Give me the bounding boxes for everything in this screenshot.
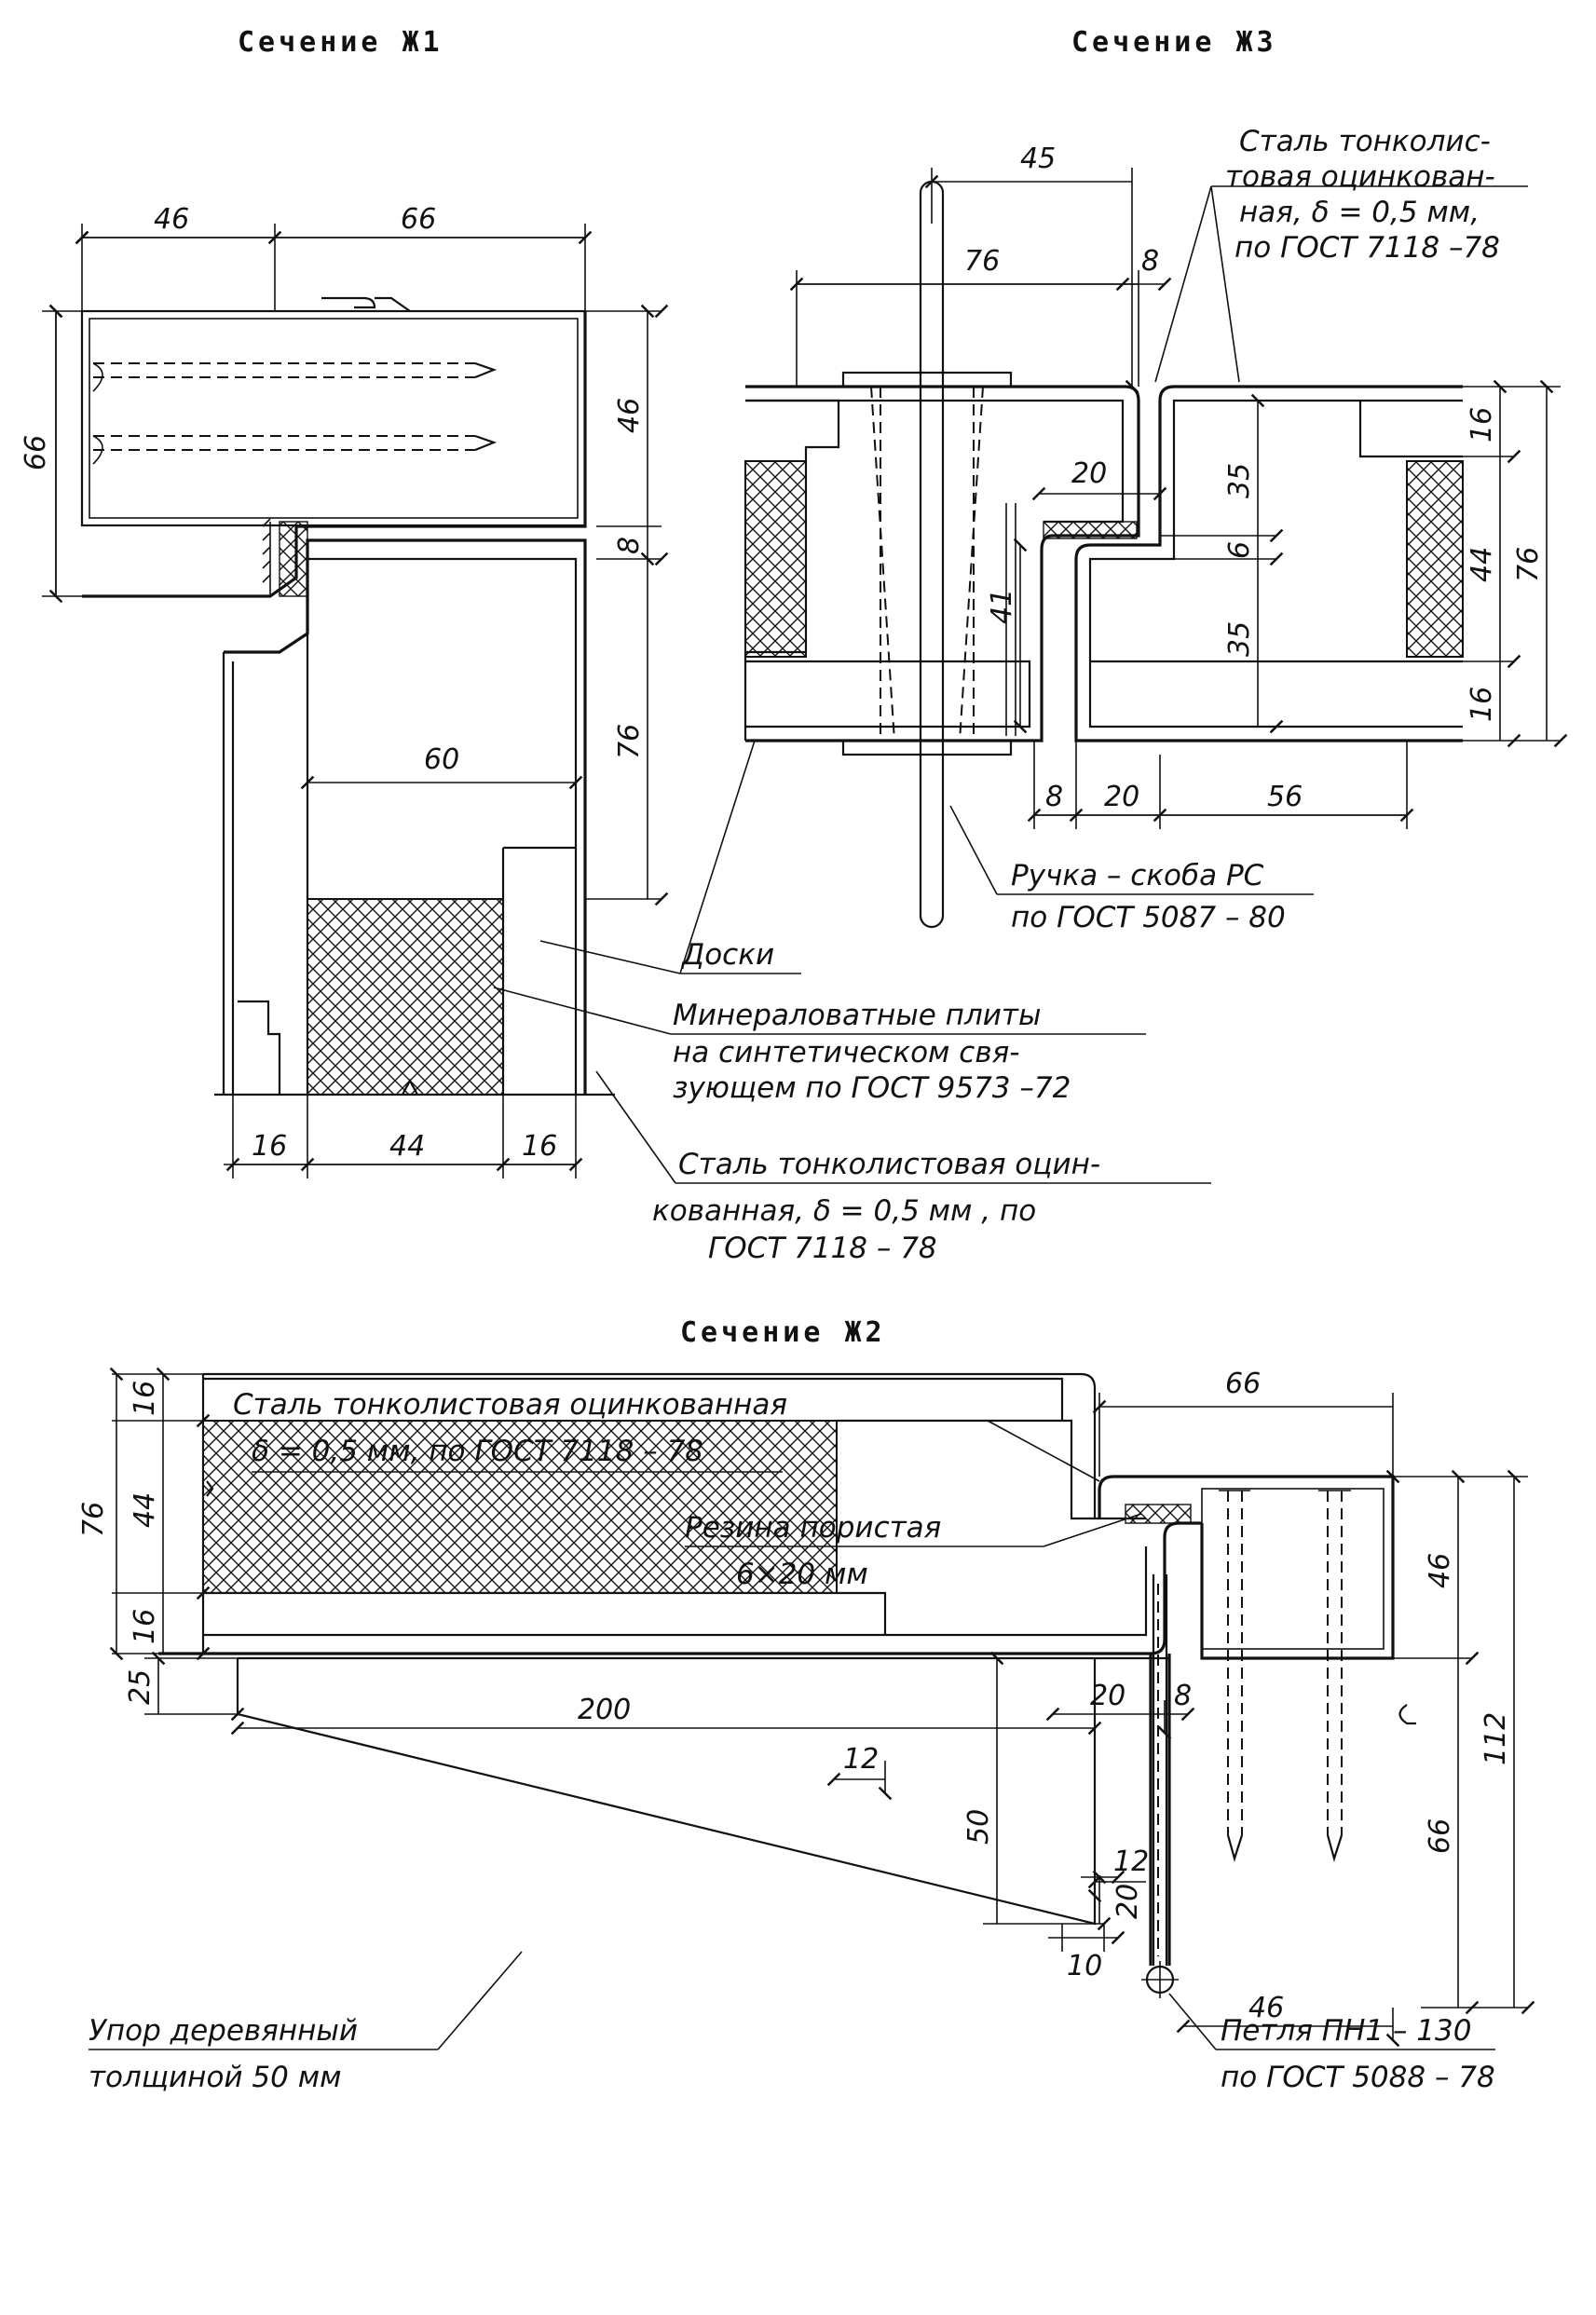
- zh2-dim-12-a: 12: [843, 1743, 879, 1776]
- section-zh2-title: Сечение Ж2: [680, 1316, 886, 1349]
- note-hinge-line2: по ГОСТ 5088 – 78: [1221, 2061, 1495, 2094]
- zh1-dim-16-b: 16: [522, 1130, 557, 1163]
- section-zh1-title: Сечение Ж1: [238, 26, 443, 59]
- zh1-steel-sheath: [82, 311, 587, 598]
- zh2-dim-66: 66: [1225, 1368, 1261, 1400]
- zh3-dim-6: 6: [1223, 541, 1256, 559]
- zh2-dim-46-bot: 46: [1248, 1992, 1284, 2024]
- zh3-dim-20-top: 20: [1071, 457, 1107, 490]
- note-hinge-line1: Петля ПН1 – 130: [1221, 2014, 1471, 2048]
- zh2-dim-8: 8: [1174, 1680, 1192, 1712]
- zh2-dim-20: 20: [1090, 1680, 1125, 1712]
- section-zh1: Сечение Ж1: [20, 26, 662, 1178]
- zh3-mineral-wool-right: [1406, 460, 1464, 658]
- note-stop-line1: Упор деревянный: [89, 2014, 358, 2048]
- zh3-dim-16-r2: 16: [1466, 687, 1498, 722]
- zh3-dim-76-r: 76: [1512, 547, 1545, 582]
- zh3-rubber-seal: [1043, 521, 1138, 539]
- note-handle-line1: Ручка – скоба РС: [1011, 859, 1264, 892]
- note-steel-zh1-line1: Сталь тонколистовая оцин-: [678, 1148, 1100, 1181]
- note-steel-zh3-line1: Сталь тонколис-: [1239, 125, 1491, 158]
- zh2-wood-stop: [236, 1656, 1169, 1926]
- zh1-dim-76-right: 76: [613, 724, 646, 759]
- zh1-door-leaf: [214, 557, 615, 1096]
- zh2-dim-20-v: 20: [1112, 1884, 1144, 1919]
- zh2-dim-16-l1: 16: [129, 1381, 161, 1416]
- note-stop-line2: толщиной 50 мм: [89, 2061, 342, 2094]
- zh2-dim-200: 200: [578, 1694, 631, 1726]
- note-mineral-line1: Минераловатные плиты: [673, 999, 1041, 1032]
- zh1-dim-16-a: 16: [252, 1130, 287, 1163]
- section-zh3: Сечение Ж3: [743, 26, 1561, 929]
- zh3-dim-20-bot: 20: [1104, 781, 1139, 813]
- zh3-dim-35-b: 35: [1223, 621, 1256, 657]
- zh1-mineral-wool: [307, 898, 504, 1096]
- note-steel-zh3-line2: товая оцинкован-: [1225, 160, 1495, 194]
- zh2-dim-46-r: 46: [1424, 1553, 1456, 1588]
- zh2-dimensions: [109, 1374, 1528, 2040]
- note-mineral-line3: зующем по ГОСТ 9573 –72: [673, 1071, 1071, 1105]
- zh3-dim-56: 56: [1267, 781, 1303, 813]
- zh3-handle: [841, 180, 1016, 929]
- zh2-dim-112: 112: [1480, 1712, 1512, 1765]
- note-steel-zh2-line1: Сталь тонколистовая оцинкованная: [233, 1388, 787, 1422]
- zh1-dim-46-top: 46: [154, 203, 189, 236]
- zh2-dim-44-l: 44: [129, 1492, 161, 1528]
- zh3-dim-76: 76: [964, 245, 1000, 278]
- zh3-left-leaf: [743, 385, 1140, 742]
- zh2-dim-50: 50: [962, 1809, 995, 1845]
- lower-notes: Сталь тонколистовая оцинкованная δ = 0,5…: [89, 1388, 1495, 2094]
- zh3-dim-8-bot: 8: [1045, 781, 1063, 813]
- zh3-right-leaf: [1074, 385, 1464, 742]
- note-steel-zh1-line3: ГОСТ 7118 – 78: [708, 1232, 937, 1265]
- zh3-dim-16-r1: 16: [1466, 407, 1498, 443]
- note-rubber-line1: Резина пористая: [685, 1511, 941, 1545]
- zh1-rubber-seal: [279, 521, 308, 597]
- zh1-dim-60: 60: [424, 743, 459, 776]
- zh3-dim-45: 45: [1020, 143, 1056, 175]
- note-rubber-line2: 6×20 мм: [736, 1558, 868, 1591]
- zh2-dim-12-b: 12: [1113, 1845, 1149, 1878]
- zh3-dim-44-r: 44: [1466, 547, 1498, 582]
- zh2-dim-25: 25: [124, 1669, 157, 1705]
- zh2-dim-76-l: 76: [77, 1502, 110, 1537]
- zh3-mineral-wool-left: [744, 460, 807, 658]
- note-steel-zh3-line3: ная, δ = 0,5 мм,: [1239, 196, 1480, 229]
- zh1-dim-46-right: 46: [613, 398, 646, 433]
- zh1-dim-66-left: 66: [20, 435, 52, 470]
- upper-notes: Сталь тонколис- товая оцинкован- ная, δ …: [493, 125, 1528, 1265]
- note-steel-zh3-line4: по ГОСТ 7118 –78: [1235, 231, 1500, 265]
- zh2-dim-16-l2: 16: [129, 1609, 161, 1644]
- zh3-dimensions: [789, 168, 1561, 829]
- note-mineral-line2: на синтетическом свя-: [673, 1036, 1019, 1069]
- zh2-hinge: [1141, 1574, 1179, 1998]
- section-zh3-title: Сечение Ж3: [1071, 26, 1277, 59]
- zh1-dimensions: [42, 224, 662, 1178]
- zh3-dim-8: 8: [1141, 245, 1159, 278]
- zh1-dim-8-right: 8: [613, 537, 646, 554]
- zh3-dim-35-a: 35: [1223, 463, 1256, 498]
- zh2-dim-10: 10: [1067, 1950, 1102, 1982]
- section-zh2: Сечение Ж2: [77, 1316, 1528, 2040]
- note-boards: Доски: [680, 938, 774, 972]
- zh1-dim-66-top: 66: [401, 203, 436, 236]
- zh2-frame-wood: [1098, 1475, 1416, 1862]
- zh1-dim-44: 44: [389, 1130, 425, 1163]
- note-steel-zh2-line2: δ = 0,5 мм, по ГОСТ 7118 – 78: [252, 1435, 703, 1468]
- zh3-dim-41: 41: [986, 589, 1018, 624]
- zh2-rubber-seal: [1125, 1504, 1192, 1524]
- note-steel-zh1-line2: кованная, δ = 0,5 мм , по: [652, 1194, 1036, 1228]
- zh1-frame-wood: [80, 296, 587, 527]
- zh2-dim-66-r: 66: [1424, 1818, 1456, 1854]
- note-handle-line2: по ГОСТ 5087 – 80: [1011, 901, 1286, 934]
